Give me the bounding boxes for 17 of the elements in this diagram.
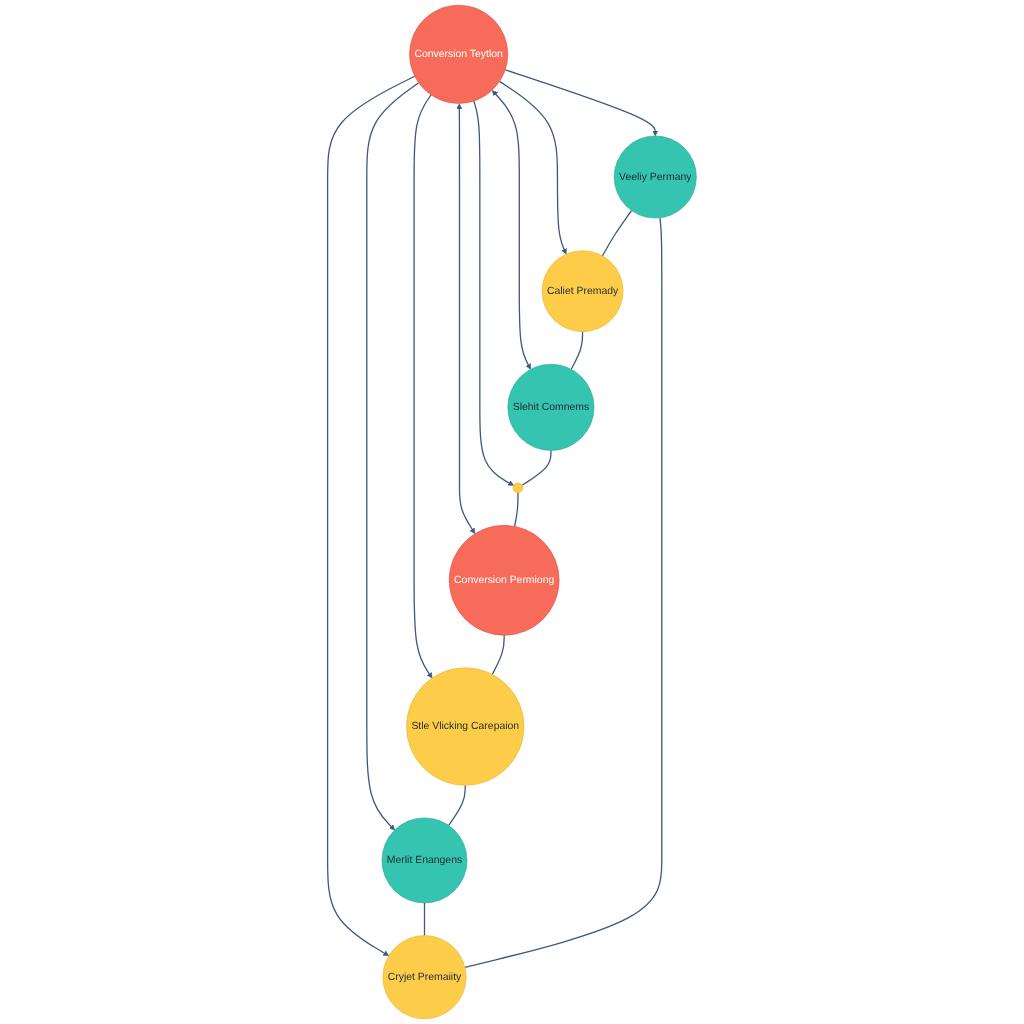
connector bbox=[491, 634, 505, 676]
arrow bbox=[473, 100, 514, 486]
connector bbox=[464, 217, 663, 968]
connector bbox=[570, 331, 584, 370]
arrow bbox=[498, 80, 567, 255]
connector bbox=[423, 902, 426, 937]
arrow bbox=[456, 103, 476, 534]
arrow bbox=[327, 75, 416, 957]
connector bbox=[601, 209, 633, 257]
connector bbox=[448, 784, 466, 827]
node-circle bbox=[512, 482, 524, 494]
arrow bbox=[491, 90, 531, 370]
connector bbox=[514, 492, 519, 527]
connector bbox=[521, 449, 552, 486]
arrow bbox=[366, 82, 420, 831]
arrow bbox=[413, 94, 433, 679]
arrow bbox=[504, 69, 659, 137]
